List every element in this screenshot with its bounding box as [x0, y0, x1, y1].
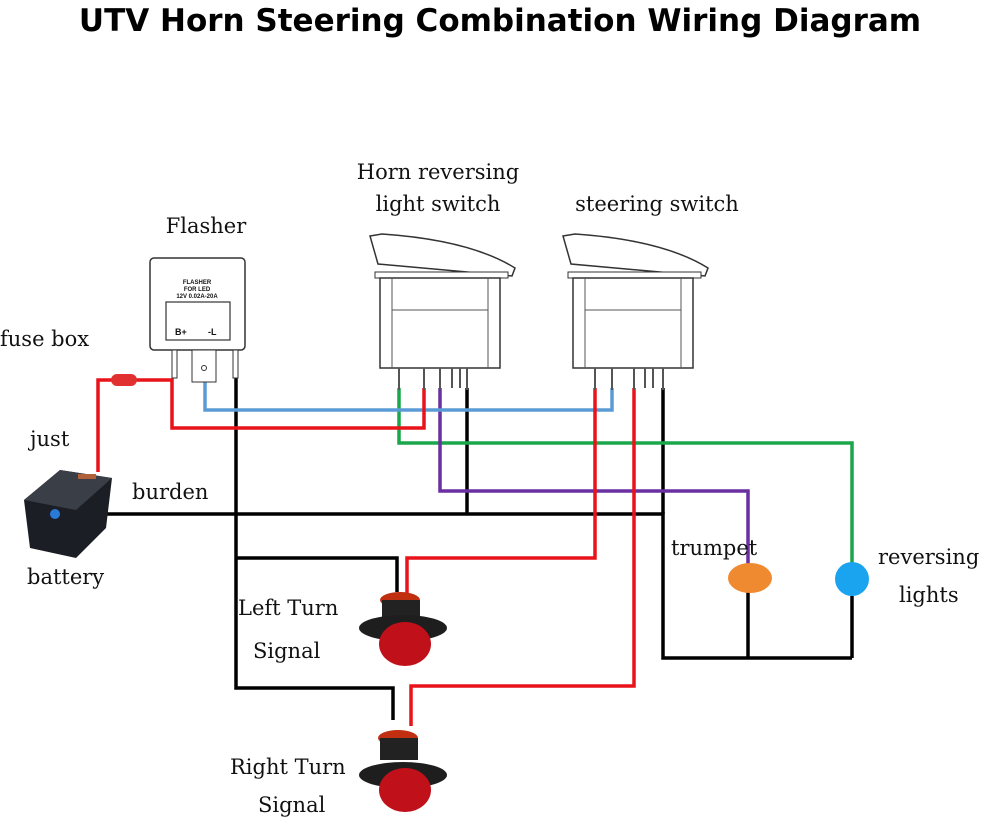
battery-icon	[24, 470, 112, 558]
wire-blue	[203, 372, 614, 412]
flasher-relay: FLASHER FOR LED 12V 0.02A-20A B+ -L	[149, 257, 246, 383]
label-battery: battery	[27, 565, 104, 589]
diagram-title: UTV Horn Steering Combination Wiring Dia…	[78, 3, 922, 39]
label-reversing-1: reversing	[878, 545, 979, 569]
reversing-light-icon	[835, 562, 869, 596]
label-reversing-2: lights	[899, 583, 959, 607]
flasher-terminal-b: B+	[175, 327, 187, 337]
flasher-terminal-l: -L	[208, 327, 217, 337]
wire-red-right-signal	[409, 388, 636, 726]
trumpet-icon	[728, 563, 772, 593]
label-steering-switch: steering switch	[575, 192, 739, 216]
fuse-icon	[111, 374, 137, 386]
label-right-turn-1: Right Turn	[230, 755, 346, 779]
wire-red-left-signal	[405, 388, 597, 594]
label-right-turn-2: Signal	[258, 793, 326, 817]
left-turn-signal-lamp	[359, 592, 447, 666]
label-horn-switch-2: light switch	[376, 192, 501, 216]
label-horn-switch-1: Horn reversing	[357, 160, 519, 184]
label-left-turn-1: Left Turn	[238, 596, 338, 620]
flasher-face-line3: 12V 0.02A-20A	[176, 294, 218, 300]
flasher-face-line2: FOR LED	[184, 287, 211, 293]
wire-black-ground	[60, 512, 852, 660]
label-left-turn-2: Signal	[253, 639, 321, 663]
label-flasher: Flasher	[166, 214, 248, 238]
label-burden: burden	[132, 480, 208, 504]
label-just: just	[27, 427, 70, 451]
wire-black-left-signal	[236, 556, 399, 592]
steering-switch[interactable]	[562, 233, 709, 390]
wires	[60, 372, 854, 726]
flasher-face-line1: FLASHER	[183, 280, 212, 286]
label-fuse-box: fuse box	[0, 327, 89, 351]
wire-black-flasher	[234, 378, 395, 720]
right-turn-signal-lamp	[359, 730, 447, 812]
label-trumpet: trumpet	[671, 536, 758, 560]
horn-reversing-switch[interactable]	[369, 233, 516, 390]
wire-green	[397, 388, 854, 566]
wire-red-battery	[96, 378, 426, 472]
